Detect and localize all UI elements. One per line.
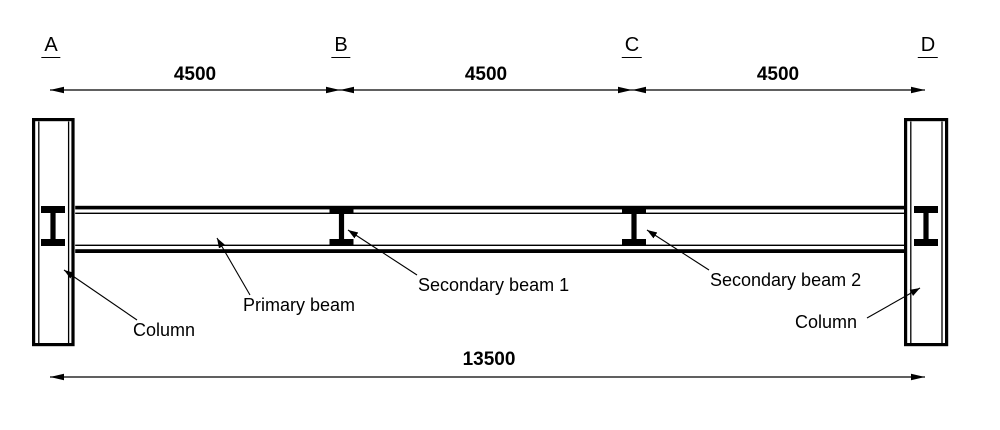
dim-arrow-d-right [911, 86, 925, 94]
top-dimension-line [50, 86, 925, 94]
dim-arrow-c-left [632, 86, 646, 94]
dim-arrow-total-left [50, 373, 64, 381]
dim-arrow-c-right [618, 86, 632, 94]
primary-beam-graphic [75, 205, 906, 253]
leader-column-left [63, 269, 138, 321]
dimension-total: 13500 [462, 349, 516, 370]
dimension-span-bc: 4500 [464, 64, 508, 85]
dim-arrow-total-right [911, 373, 925, 381]
column-right-section-symbol [914, 206, 938, 246]
column-right-graphic [903, 117, 949, 347]
label-secondary-beam-1: Secondary beam 1 [418, 275, 570, 295]
dim-arrow-a-left [50, 86, 64, 94]
dimension-span-ab: 4500 [173, 64, 217, 85]
leader-secondary-beam-2 [646, 229, 710, 271]
column-left-graphic [31, 117, 75, 347]
grid-label-a: A [41, 35, 61, 58]
leader-secondary-beam-1 [347, 229, 418, 276]
grid-label-c: C [621, 35, 643, 58]
grid-label-b: B [331, 35, 351, 58]
leader-column-right [866, 287, 921, 319]
secondary-beam-1-section [329, 206, 354, 246]
leader-lines [63, 229, 921, 321]
column-left-section-symbol [41, 206, 65, 246]
label-column-right: Column [795, 312, 858, 332]
dim-arrow-b-left [340, 86, 354, 94]
dimension-span-cd: 4500 [756, 64, 800, 85]
grid-label-d: D [917, 35, 939, 58]
leader-primary-beam [216, 237, 251, 296]
bottom-dimension-line [50, 373, 925, 381]
secondary-beam-2-section [622, 206, 646, 246]
dim-arrow-b-right [326, 86, 340, 94]
label-primary-beam: Primary beam [243, 295, 356, 315]
label-secondary-beam-2: Secondary beam 2 [710, 270, 862, 290]
label-column-left: Column [133, 320, 196, 340]
